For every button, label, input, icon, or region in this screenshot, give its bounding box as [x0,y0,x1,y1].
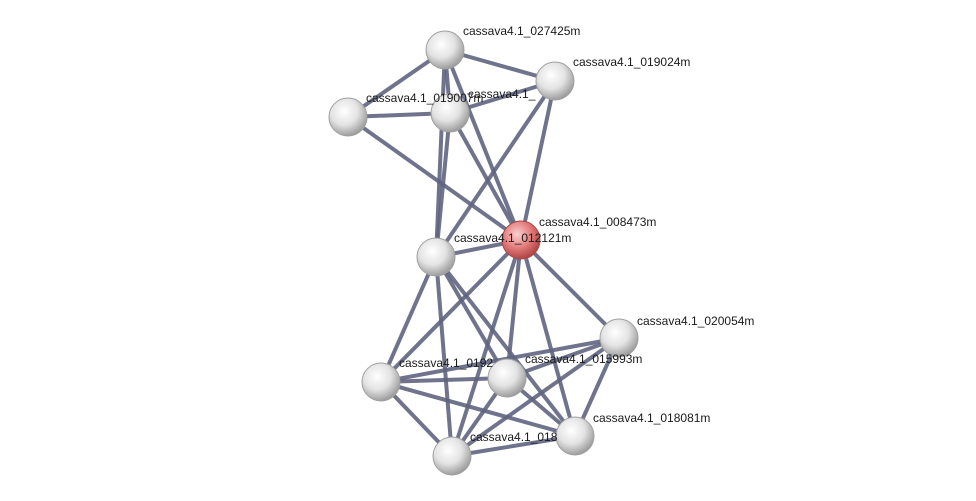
edge-n012121-n0192 [379,255,438,384]
edge-n027425-n008473 [443,48,523,242]
node-label: cassava4.1_019007m [366,91,483,105]
edge-n008473-n0192 [379,238,523,384]
node-layer [328,30,639,476]
edge-n027425-n019007 [346,48,447,119]
edge-n019007-n008473 [346,115,523,242]
edge-n012121-n018081 [434,255,577,438]
edge-n0192-n018081 [379,380,577,438]
node-n0192[interactable] [361,362,401,402]
node-label: cassava4.1_018081m [593,411,710,425]
edge-n008473-n018081 [519,238,577,438]
node-label: cassava4.1_018 [470,430,558,444]
edge-n020054-n018 [450,336,621,458]
node-label: cassava4.1_008473m [539,215,656,229]
node-label: cassava4.1_015993m [525,352,642,366]
node-n018081[interactable] [555,416,595,456]
node-n008473[interactable] [501,220,541,260]
edge-n019024-n008473 [519,79,557,242]
node-label: cassava4.1_ [468,87,536,101]
node-n019007[interactable] [328,97,368,137]
edge-n008473-n015993 [505,238,523,380]
node-label: cassava4.1_020054m [637,314,754,328]
node-n027425[interactable] [425,30,465,70]
node-n015993[interactable] [487,358,527,398]
edge-n008473-n018 [450,238,523,458]
edge-n018081-n018 [450,434,577,458]
node-n020054[interactable] [599,318,639,358]
edge-nhidden-n012121 [434,111,452,259]
edge-n012121-n018 [434,255,454,458]
edge-nhidden-n008473 [448,111,523,242]
edge-n012121-n015993 [434,255,509,380]
node-label: cassava4.1_019024m [573,55,690,69]
node-n019024[interactable] [535,61,575,101]
edge-n0192-n015993 [379,376,509,384]
node-n012121[interactable] [416,237,456,277]
node-n018[interactable] [432,436,472,476]
edge-n019024-n012121 [434,79,557,259]
label-layer: cassava4.1_027425m cassava4.1_019024mcass… [366,24,754,444]
node-label: cassava4.1_012121m [454,231,571,245]
edge-n008473-n020054 [519,238,621,340]
node-nhidden[interactable] [430,93,470,133]
edge-n020054-n015993 [505,336,621,380]
node-label: cassava4.1_027425m [463,24,580,38]
node-label: cassava4.1_0192 [399,356,493,370]
